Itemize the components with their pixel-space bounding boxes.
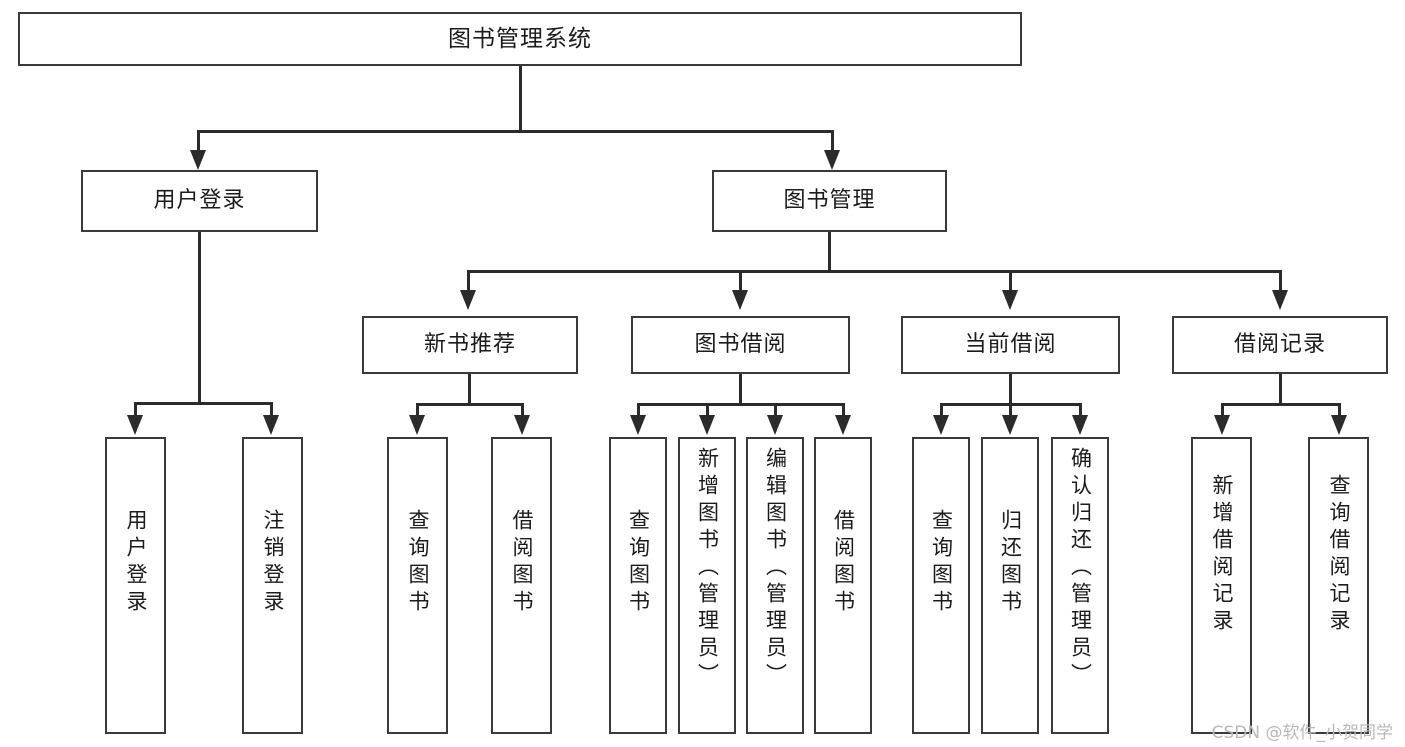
connector-root-stem <box>519 66 522 132</box>
node-label: 查询借阅记录 <box>1327 474 1351 636</box>
connector-new-book-leaf-2 <box>521 403 524 417</box>
connector-bm-to-new-book <box>467 270 470 292</box>
arrow-icon-bm-to-book-borrow <box>732 290 748 310</box>
node-root-book-management-system[interactable]: 图书管理系统 <box>18 12 1022 66</box>
arrow-icon-new-book-leaf-2 <box>514 415 530 435</box>
arrow-icon-borrow-record-leaf-1 <box>1214 415 1230 435</box>
arrow-icon-book-borrow-leaf-1 <box>630 415 646 435</box>
connector-book-management-bus <box>467 270 1282 273</box>
arrow-icon-new-book-leaf-1 <box>409 415 425 435</box>
connector-book-borrow-leaf-3 <box>774 403 777 417</box>
connector-user-login-stem <box>198 232 201 404</box>
node-label: 确认归还（管理员） <box>1068 447 1093 690</box>
node-label: 借阅记录 <box>1233 332 1326 358</box>
node-label: 新书推荐 <box>423 332 516 358</box>
connector-book-borrow-leaf-2 <box>706 403 709 417</box>
node-label: 新增借阅记录 <box>1210 474 1234 636</box>
node-label: 借阅图书 <box>510 509 534 617</box>
arrow-icon-current-borrow-leaf-1 <box>933 415 949 435</box>
connector-root-to-user-login <box>197 130 200 152</box>
connector-current-borrow-leaf-3 <box>1079 403 1082 417</box>
arrow-icon-book-borrow-leaf-3 <box>767 415 783 435</box>
node-label: 查询图书 <box>406 509 430 617</box>
node-label: 归还图书 <box>998 509 1023 617</box>
arrow-icon-borrow-record-leaf-2 <box>1331 415 1347 435</box>
connector-book-borrow-stem <box>739 374 742 405</box>
connector-borrow-record-leaf-1 <box>1221 403 1224 417</box>
arrow-icon-root-to-user-login <box>190 150 206 170</box>
arrow-icon-root-to-book-management <box>824 150 840 170</box>
node-label: 编辑图书（管理员） <box>763 447 788 690</box>
arrow-icon-current-borrow-leaf-3 <box>1072 415 1088 435</box>
arrow-icon-user-login-leaf-1 <box>127 415 143 435</box>
connector-current-borrow-leaf-2 <box>1009 403 1012 417</box>
node-label: 借阅图书 <box>831 509 856 617</box>
connector-bm-to-book-borrow <box>739 270 742 292</box>
connector-new-book-bus <box>416 403 524 406</box>
leaf-current-borrow-return-book[interactable]: 归还图书 <box>981 437 1039 734</box>
node-book-management[interactable]: 图书管理 <box>712 170 947 232</box>
node-label: 用户登录 <box>153 188 246 214</box>
connector-user-login-leaf-2 <box>270 402 273 417</box>
connector-borrow-record-bus <box>1221 403 1341 406</box>
leaf-book-borrow-borrow-book[interactable]: 借阅图书 <box>814 437 872 734</box>
leaf-book-borrow-edit-book-admin[interactable]: 编辑图书（管理员） <box>746 437 804 734</box>
arrow-icon-bm-to-new-book <box>460 290 476 310</box>
node-label: 查询图书 <box>929 509 954 617</box>
arrow-icon-bm-to-borrow-record <box>1272 290 1288 310</box>
connector-bm-to-borrow-record <box>1279 270 1282 292</box>
connector-root-to-book-management <box>831 130 834 152</box>
arrow-icon-book-borrow-leaf-4 <box>835 415 851 435</box>
connector-user-login-bus <box>134 402 273 405</box>
node-label: 图书借阅 <box>694 332 787 358</box>
arrow-icon-user-login-leaf-2 <box>263 415 279 435</box>
leaf-book-borrow-add-book-admin[interactable]: 新增图书（管理员） <box>678 437 736 734</box>
arrow-icon-current-borrow-leaf-2 <box>1002 415 1018 435</box>
leaf-new-book-query-book[interactable]: 查询图书 <box>387 437 448 734</box>
node-label: 用户登录 <box>124 509 148 617</box>
connector-book-borrow-leaf-1 <box>637 403 640 417</box>
connector-book-borrow-bus <box>637 403 845 406</box>
connector-new-book-leaf-1 <box>416 403 419 417</box>
node-label: 当前借阅 <box>964 332 1057 358</box>
leaf-current-borrow-query-book[interactable]: 查询图书 <box>912 437 970 734</box>
connector-current-borrow-stem <box>1009 374 1012 405</box>
connector-new-book-stem <box>468 374 471 405</box>
node-label: 查询图书 <box>626 509 651 617</box>
leaf-new-book-borrow-book[interactable]: 借阅图书 <box>491 437 552 734</box>
node-label: 注销登录 <box>261 509 285 617</box>
node-label: 新增图书（管理员） <box>695 447 720 690</box>
node-label: 图书管理系统 <box>448 25 592 52</box>
leaf-book-borrow-query-book[interactable]: 查询图书 <box>609 437 667 734</box>
connector-current-borrow-leaf-1 <box>940 403 943 417</box>
connector-borrow-record-stem <box>1279 374 1282 405</box>
node-label: 图书管理 <box>783 188 876 214</box>
node-user-login[interactable]: 用户登录 <box>81 170 318 232</box>
leaf-borrow-record-add-record[interactable]: 新增借阅记录 <box>1191 437 1252 734</box>
arrow-icon-book-borrow-leaf-2 <box>699 415 715 435</box>
leaf-user-login-login[interactable]: 用户登录 <box>105 437 166 734</box>
leaf-borrow-record-query-record[interactable]: 查询借阅记录 <box>1308 437 1369 734</box>
connector-root-bus <box>197 130 834 133</box>
node-new-book-recommend[interactable]: 新书推荐 <box>362 316 578 374</box>
node-book-borrow[interactable]: 图书借阅 <box>631 316 850 374</box>
leaf-current-borrow-confirm-return-admin[interactable]: 确认归还（管理员） <box>1051 437 1109 734</box>
connector-book-borrow-leaf-4 <box>842 403 845 417</box>
leaf-user-login-logout[interactable]: 注销登录 <box>242 437 303 734</box>
node-borrow-record[interactable]: 借阅记录 <box>1172 316 1388 374</box>
node-current-borrow[interactable]: 当前借阅 <box>901 316 1120 374</box>
connector-borrow-record-leaf-2 <box>1338 403 1341 417</box>
connector-book-management-stem <box>828 232 831 272</box>
connector-user-login-leaf-1 <box>134 402 137 417</box>
connector-bm-to-current-borrow <box>1009 270 1012 292</box>
arrow-icon-bm-to-current-borrow <box>1002 290 1018 310</box>
